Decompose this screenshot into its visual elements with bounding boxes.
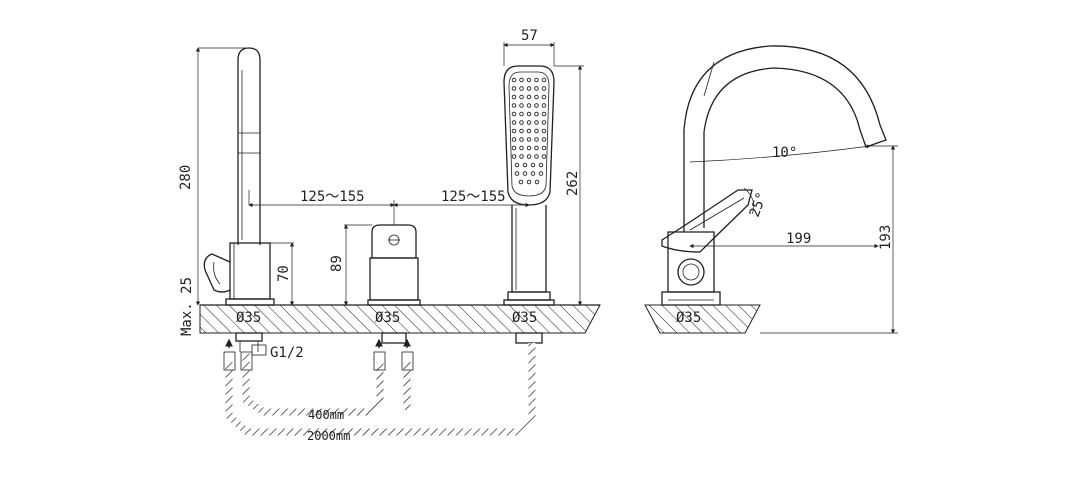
nozzle xyxy=(519,77,524,83)
label-hole-middle: Ø35 xyxy=(375,310,400,326)
nozzle xyxy=(534,154,539,159)
nozzle xyxy=(526,77,532,83)
nozzle xyxy=(519,111,524,117)
nozzle xyxy=(519,103,524,108)
label-mixer-height: 70 xyxy=(276,265,292,282)
nozzle xyxy=(526,94,532,100)
nozzle xyxy=(541,128,547,134)
label-hole-side: Ø35 xyxy=(676,310,701,326)
nozzle xyxy=(519,145,524,151)
nozzle xyxy=(519,128,524,134)
nozzle xyxy=(511,145,517,151)
label-spout-angle: 10° xyxy=(772,145,797,161)
nozzle xyxy=(534,179,540,185)
nozzle xyxy=(522,171,528,176)
label-side-height: 193 xyxy=(878,225,894,250)
dimension-labels: 280 Max. 25 70 125～155 125～155 89 57 262… xyxy=(178,28,894,443)
label-deck-max: Max. 25 xyxy=(179,277,195,336)
nozzle xyxy=(541,86,547,91)
nozzle xyxy=(511,86,517,91)
nozzle xyxy=(534,120,539,125)
nozzle xyxy=(534,128,539,134)
nozzle xyxy=(534,103,539,108)
nozzle xyxy=(511,128,517,134)
label-hole-left: Ø35 xyxy=(236,310,261,326)
nozzle xyxy=(519,120,524,125)
dimension-lines xyxy=(195,42,898,334)
nozzle xyxy=(541,145,547,151)
shower-nozzles xyxy=(511,77,547,185)
label-thread: G1/2 xyxy=(270,345,304,361)
label-spacing-left: 125～155 xyxy=(300,189,365,205)
nozzle xyxy=(541,111,547,117)
nozzle xyxy=(519,154,524,159)
nozzle xyxy=(511,94,517,100)
hose-fittings xyxy=(223,338,414,371)
label-side-reach: 199 xyxy=(786,231,811,247)
nozzle xyxy=(541,120,547,125)
hand-shower xyxy=(503,65,555,344)
nozzle xyxy=(534,145,539,151)
nozzle xyxy=(526,137,532,142)
nozzle xyxy=(526,128,532,134)
nozzle xyxy=(541,103,547,108)
nozzle xyxy=(526,111,532,117)
label-hose-short: 400mm xyxy=(308,408,344,422)
deck-side-view xyxy=(644,304,761,334)
label-shower-width: 57 xyxy=(521,28,538,44)
nozzle xyxy=(511,137,517,142)
nozzle xyxy=(514,162,520,168)
nozzle xyxy=(522,162,528,168)
nozzle xyxy=(519,137,524,142)
nozzle xyxy=(541,77,547,83)
nozzle xyxy=(526,120,532,125)
nozzle xyxy=(541,154,547,159)
nozzle xyxy=(526,179,532,185)
nozzle xyxy=(526,86,532,91)
label-spacing-right: 125～155 xyxy=(441,189,506,205)
nozzle xyxy=(526,154,532,159)
nozzle xyxy=(538,171,544,176)
nozzle xyxy=(534,77,539,83)
nozzle xyxy=(514,171,520,176)
nozzle xyxy=(526,103,532,108)
nozzle xyxy=(534,111,539,117)
nozzle xyxy=(511,77,517,83)
nozzle xyxy=(530,171,536,176)
nozzle xyxy=(511,120,517,125)
nozzle xyxy=(530,162,536,168)
nozzle xyxy=(534,94,539,100)
nozzle xyxy=(518,179,524,185)
label-hole-right: Ø35 xyxy=(512,310,537,326)
nozzle xyxy=(534,137,539,142)
diverter-valve xyxy=(367,224,421,344)
nozzle xyxy=(519,94,524,100)
nozzle xyxy=(541,94,547,100)
label-spout-height: 280 xyxy=(178,165,194,190)
nozzle xyxy=(541,137,547,142)
nozzle xyxy=(511,154,517,159)
nozzle xyxy=(534,86,539,91)
nozzle xyxy=(511,103,517,108)
nozzle xyxy=(511,111,517,117)
nozzle xyxy=(519,86,524,91)
nozzle xyxy=(538,162,544,168)
label-diverter-height: 89 xyxy=(329,255,345,272)
label-hose-long: 2000mm xyxy=(307,429,350,443)
nozzle xyxy=(526,145,532,151)
side-view-faucet xyxy=(661,45,887,306)
label-shower-height: 262 xyxy=(565,171,581,196)
